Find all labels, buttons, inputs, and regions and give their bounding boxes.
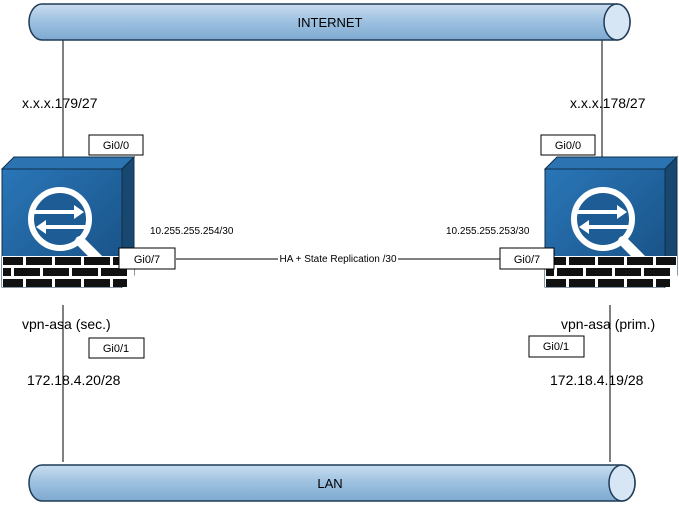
left-port-failover-box xyxy=(118,247,176,270)
lan-pipe: LAN xyxy=(28,464,636,502)
right-port-outside-box xyxy=(540,134,596,156)
asa-firewall-left-icon xyxy=(2,157,134,287)
right-port-failover: Gi0/7 xyxy=(514,254,540,266)
left-outside-ip: x.x.x.179/27 xyxy=(22,95,98,111)
right-failover-ip: 10.255.255.253/30 xyxy=(446,226,530,237)
right-inside-ip: 172.18.4.19/28 xyxy=(550,372,644,388)
right-port-outside: Gi0/0 xyxy=(555,140,581,152)
left-device-name: vpn-asa (sec.) xyxy=(22,316,111,332)
left-port-outside: Gi0/0 xyxy=(103,140,129,152)
asa-firewall-right-icon xyxy=(545,157,677,287)
internet-cloud-pipe: INTERNET xyxy=(28,3,631,41)
lan-label: LAN xyxy=(317,476,342,491)
left-inside-ip: 172.18.4.20/28 xyxy=(27,372,121,388)
left-port-outside-box xyxy=(88,134,144,156)
left-port-inside-box xyxy=(88,337,145,359)
right-outside-ip: x.x.x.178/27 xyxy=(570,95,646,111)
left-port-failover: Gi0/7 xyxy=(134,254,160,266)
right-port-inside: Gi0/1 xyxy=(543,341,569,353)
internet-label: INTERNET xyxy=(298,15,363,30)
right-port-failover-box xyxy=(499,247,555,270)
right-port-inside-box xyxy=(528,335,585,358)
left-failover-ip: 10.255.255.254/30 xyxy=(150,226,234,237)
ha-link-label: HA + State Replication /30 xyxy=(279,254,396,265)
left-port-inside: Gi0/1 xyxy=(103,343,129,355)
right-device-name: vpn-asa (prim.) xyxy=(561,316,655,332)
